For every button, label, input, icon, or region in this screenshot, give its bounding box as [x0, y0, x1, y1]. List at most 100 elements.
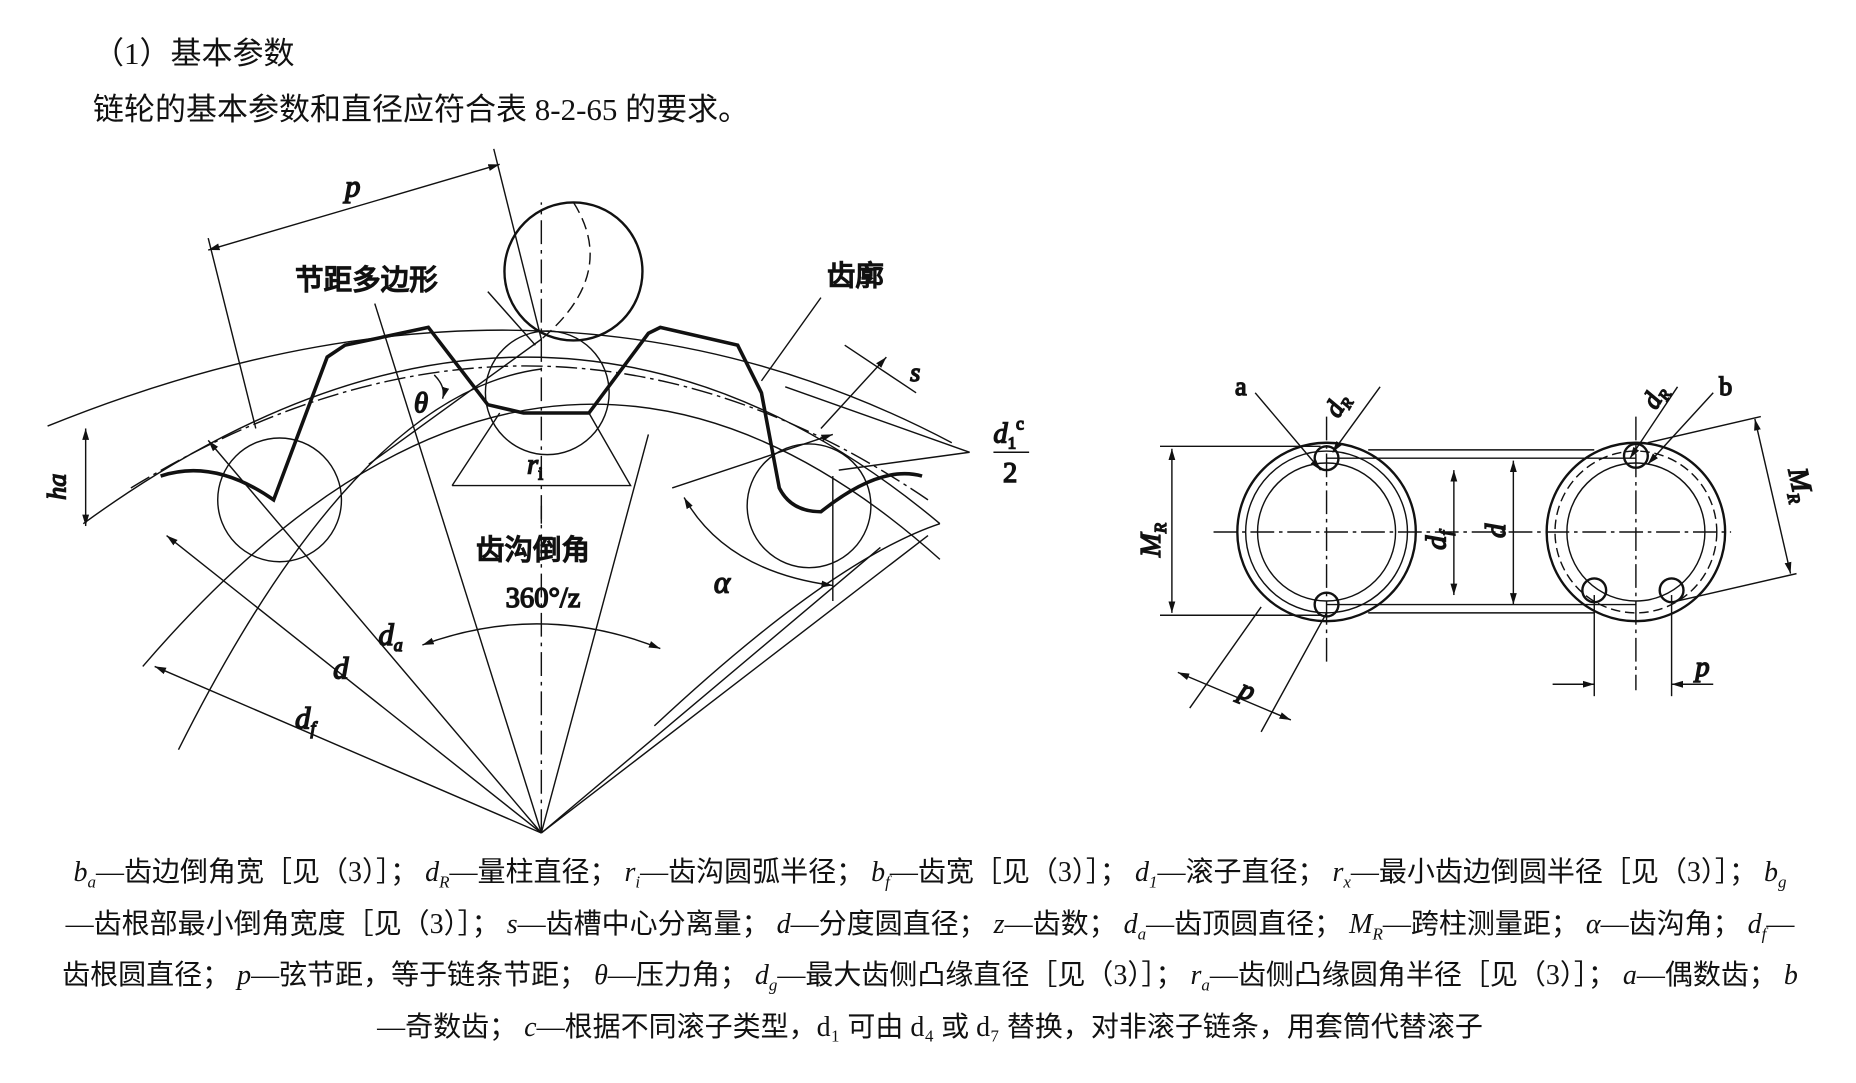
caption-item: bg—齿根部最小倒角宽度［见（3）］ — [66, 857, 1787, 940]
caption-desc: —齿侧凸缘圆角半径［见（3）］ — [1209, 960, 1588, 992]
caption-symbol: b — [1783, 960, 1798, 992]
caption-desc: —分度圆直径 — [790, 908, 959, 940]
caption-item: dR—量柱直径 — [425, 857, 590, 892]
caption-desc: —压力角 — [607, 960, 720, 992]
label-a: a — [1235, 372, 1247, 401]
root-circle — [484, 330, 610, 456]
tip-arc — [47, 329, 953, 444]
label-b: b — [1719, 372, 1732, 401]
caption-desc: —齿槽中心分离量 — [517, 908, 742, 940]
caption-symbol: a — [1622, 960, 1637, 992]
caption-desc: —弦节距，等于链条节距 — [251, 960, 560, 992]
label-ha: ha — [42, 474, 71, 500]
caption-desc: —齿根圆直径 — [62, 908, 1795, 992]
caption-desc: —最大齿侧凸缘直径［见（3）］ — [777, 960, 1156, 992]
right-figure: a b dR dR MR MR df d p p — [1135, 371, 1818, 733]
caption-desc: —最小齿边倒圆半径［见（3）］ — [1350, 857, 1729, 888]
caption-symbol: d — [776, 908, 791, 940]
caption-symbol: d — [425, 857, 440, 888]
label-two: 2 — [1003, 458, 1017, 489]
caption-symbol: z — [993, 908, 1005, 940]
caption-subscript: a — [1137, 924, 1147, 944]
tooth-profile — [160, 325, 923, 514]
caption-symbol: θ — [594, 960, 608, 992]
caption-desc: —根据不同滚子类型，d₁ 可由 d₄ 或 d₇ 替换，对非滚子链条，用套筒代替滚… — [536, 1011, 1483, 1043]
label-p-right: p — [1693, 652, 1709, 683]
caption-subscript: g — [768, 975, 778, 995]
caption-symbol: b — [871, 857, 886, 888]
label-da: da — [378, 617, 402, 655]
caption-item: ri—齿沟圆弧半径 — [625, 857, 837, 892]
caption-subscript: x — [1343, 872, 1351, 892]
caption-desc: —奇数齿 — [377, 1011, 490, 1043]
caption-symbol: p — [237, 960, 252, 992]
label-tooth-profile: 齿廓 — [827, 261, 884, 293]
outer-right-arc — [653, 522, 941, 727]
caption-item: z—齿数 — [994, 909, 1089, 940]
caption-symbol: α — [1585, 908, 1601, 940]
label-fillet: 齿沟倒角 — [476, 534, 590, 566]
caption-desc: —齿顶圆直径 — [1146, 908, 1315, 940]
caption-item: da—齿顶圆直径 — [1123, 908, 1315, 944]
caption-subscript: R — [439, 872, 450, 892]
label-MR-left: MR — [1136, 523, 1170, 558]
caption-subscript: a — [1201, 975, 1210, 995]
label-d-right: d — [1481, 523, 1512, 538]
label-dR-left: dR — [1319, 387, 1358, 423]
caption-desc: —齿数 — [1004, 908, 1089, 940]
label-pitch-polygon: 节距多边形 — [295, 264, 438, 296]
caption-symbol: b — [73, 857, 88, 888]
caption-item: s—齿槽中心分离量 — [507, 909, 742, 940]
label-s: s — [910, 358, 920, 387]
caption-desc: —齿根部最小倒角宽度［见（3）］ — [65, 908, 472, 940]
caption-desc: —量柱直径 — [449, 857, 590, 888]
caption-subscript: R — [1372, 924, 1383, 944]
label-p: p — [343, 168, 360, 203]
caption-item: α—齿沟角 — [1586, 909, 1713, 940]
label-alpha: α — [714, 565, 731, 600]
caption-symbol: d — [1747, 908, 1762, 940]
caption-item: d—分度圆直径 — [777, 909, 959, 940]
caption-item: df—齿根圆直径 — [62, 909, 1794, 992]
caption-desc: —偶数齿 — [1636, 960, 1749, 992]
caption-item: c—根据不同滚子类型，d₁ 可由 d₄ 或 d₇ 替换，对非滚子链条，用套筒代替… — [524, 1012, 1483, 1043]
label-ri: ri — [527, 450, 543, 484]
caption-subscript: 1 — [1148, 872, 1158, 892]
caption-item: θ—压力角 — [594, 960, 720, 991]
roller-circle — [503, 201, 644, 342]
label-d: d — [333, 650, 349, 685]
section-heading: （1）基本参数 — [93, 36, 295, 71]
label-d1: d1c — [993, 414, 1024, 453]
label-theta: θ — [414, 388, 428, 419]
root-circle — [217, 437, 343, 563]
caption-item: dg—最大齿侧凸缘直径［见（3）］ — [754, 960, 1156, 995]
caption-desc: —齿宽［见（3）］ — [889, 857, 1100, 888]
caption-item: MR—跨柱测量距 — [1349, 908, 1551, 944]
caption-desc: —跨柱测量距 — [1382, 908, 1551, 940]
caption-desc: —齿边倒角宽［见（3）］ — [96, 857, 391, 888]
caption-item: ba—齿边倒角宽［见（3）］ — [73, 857, 391, 892]
caption-symbol: d — [754, 960, 769, 992]
caption-desc: —齿沟角 — [1600, 908, 1713, 940]
label-p-left: p — [1233, 673, 1260, 708]
caption-item: b —奇数齿 — [377, 960, 1798, 1043]
outer-left-arc — [177, 368, 542, 751]
label-MR-right: MR — [1778, 464, 1818, 505]
caption-item: p—弦节距，等于链条节距 — [237, 960, 559, 991]
caption-subscript: f — [885, 872, 890, 892]
caption-symbol: c — [524, 1011, 537, 1043]
caption-symbol: d — [1123, 908, 1138, 940]
caption-symbol: b — [1763, 857, 1778, 888]
figure-caption: ba—齿边倒角宽［见（3）］； dR—量柱直径； ri—齿沟圆弧半径； bf—齿… — [62, 857, 1798, 1043]
root-circle — [746, 443, 872, 569]
caption-desc: —齿沟圆弧半径 — [640, 857, 837, 888]
label-pitch-angle: 360°/z — [506, 583, 581, 614]
caption-subscript: g — [1777, 872, 1787, 892]
label-df: df — [295, 700, 317, 738]
caption-subscript: f — [1761, 924, 1767, 944]
pitch-angle-arc — [422, 623, 661, 650]
caption-desc: —滚子直径 — [1157, 857, 1298, 888]
caption-item: rx—最小齿边倒圆半径［见（3）］ — [1332, 857, 1729, 892]
caption-item: d1—滚子直径 — [1135, 857, 1298, 892]
caption-subscript: i — [635, 872, 641, 892]
